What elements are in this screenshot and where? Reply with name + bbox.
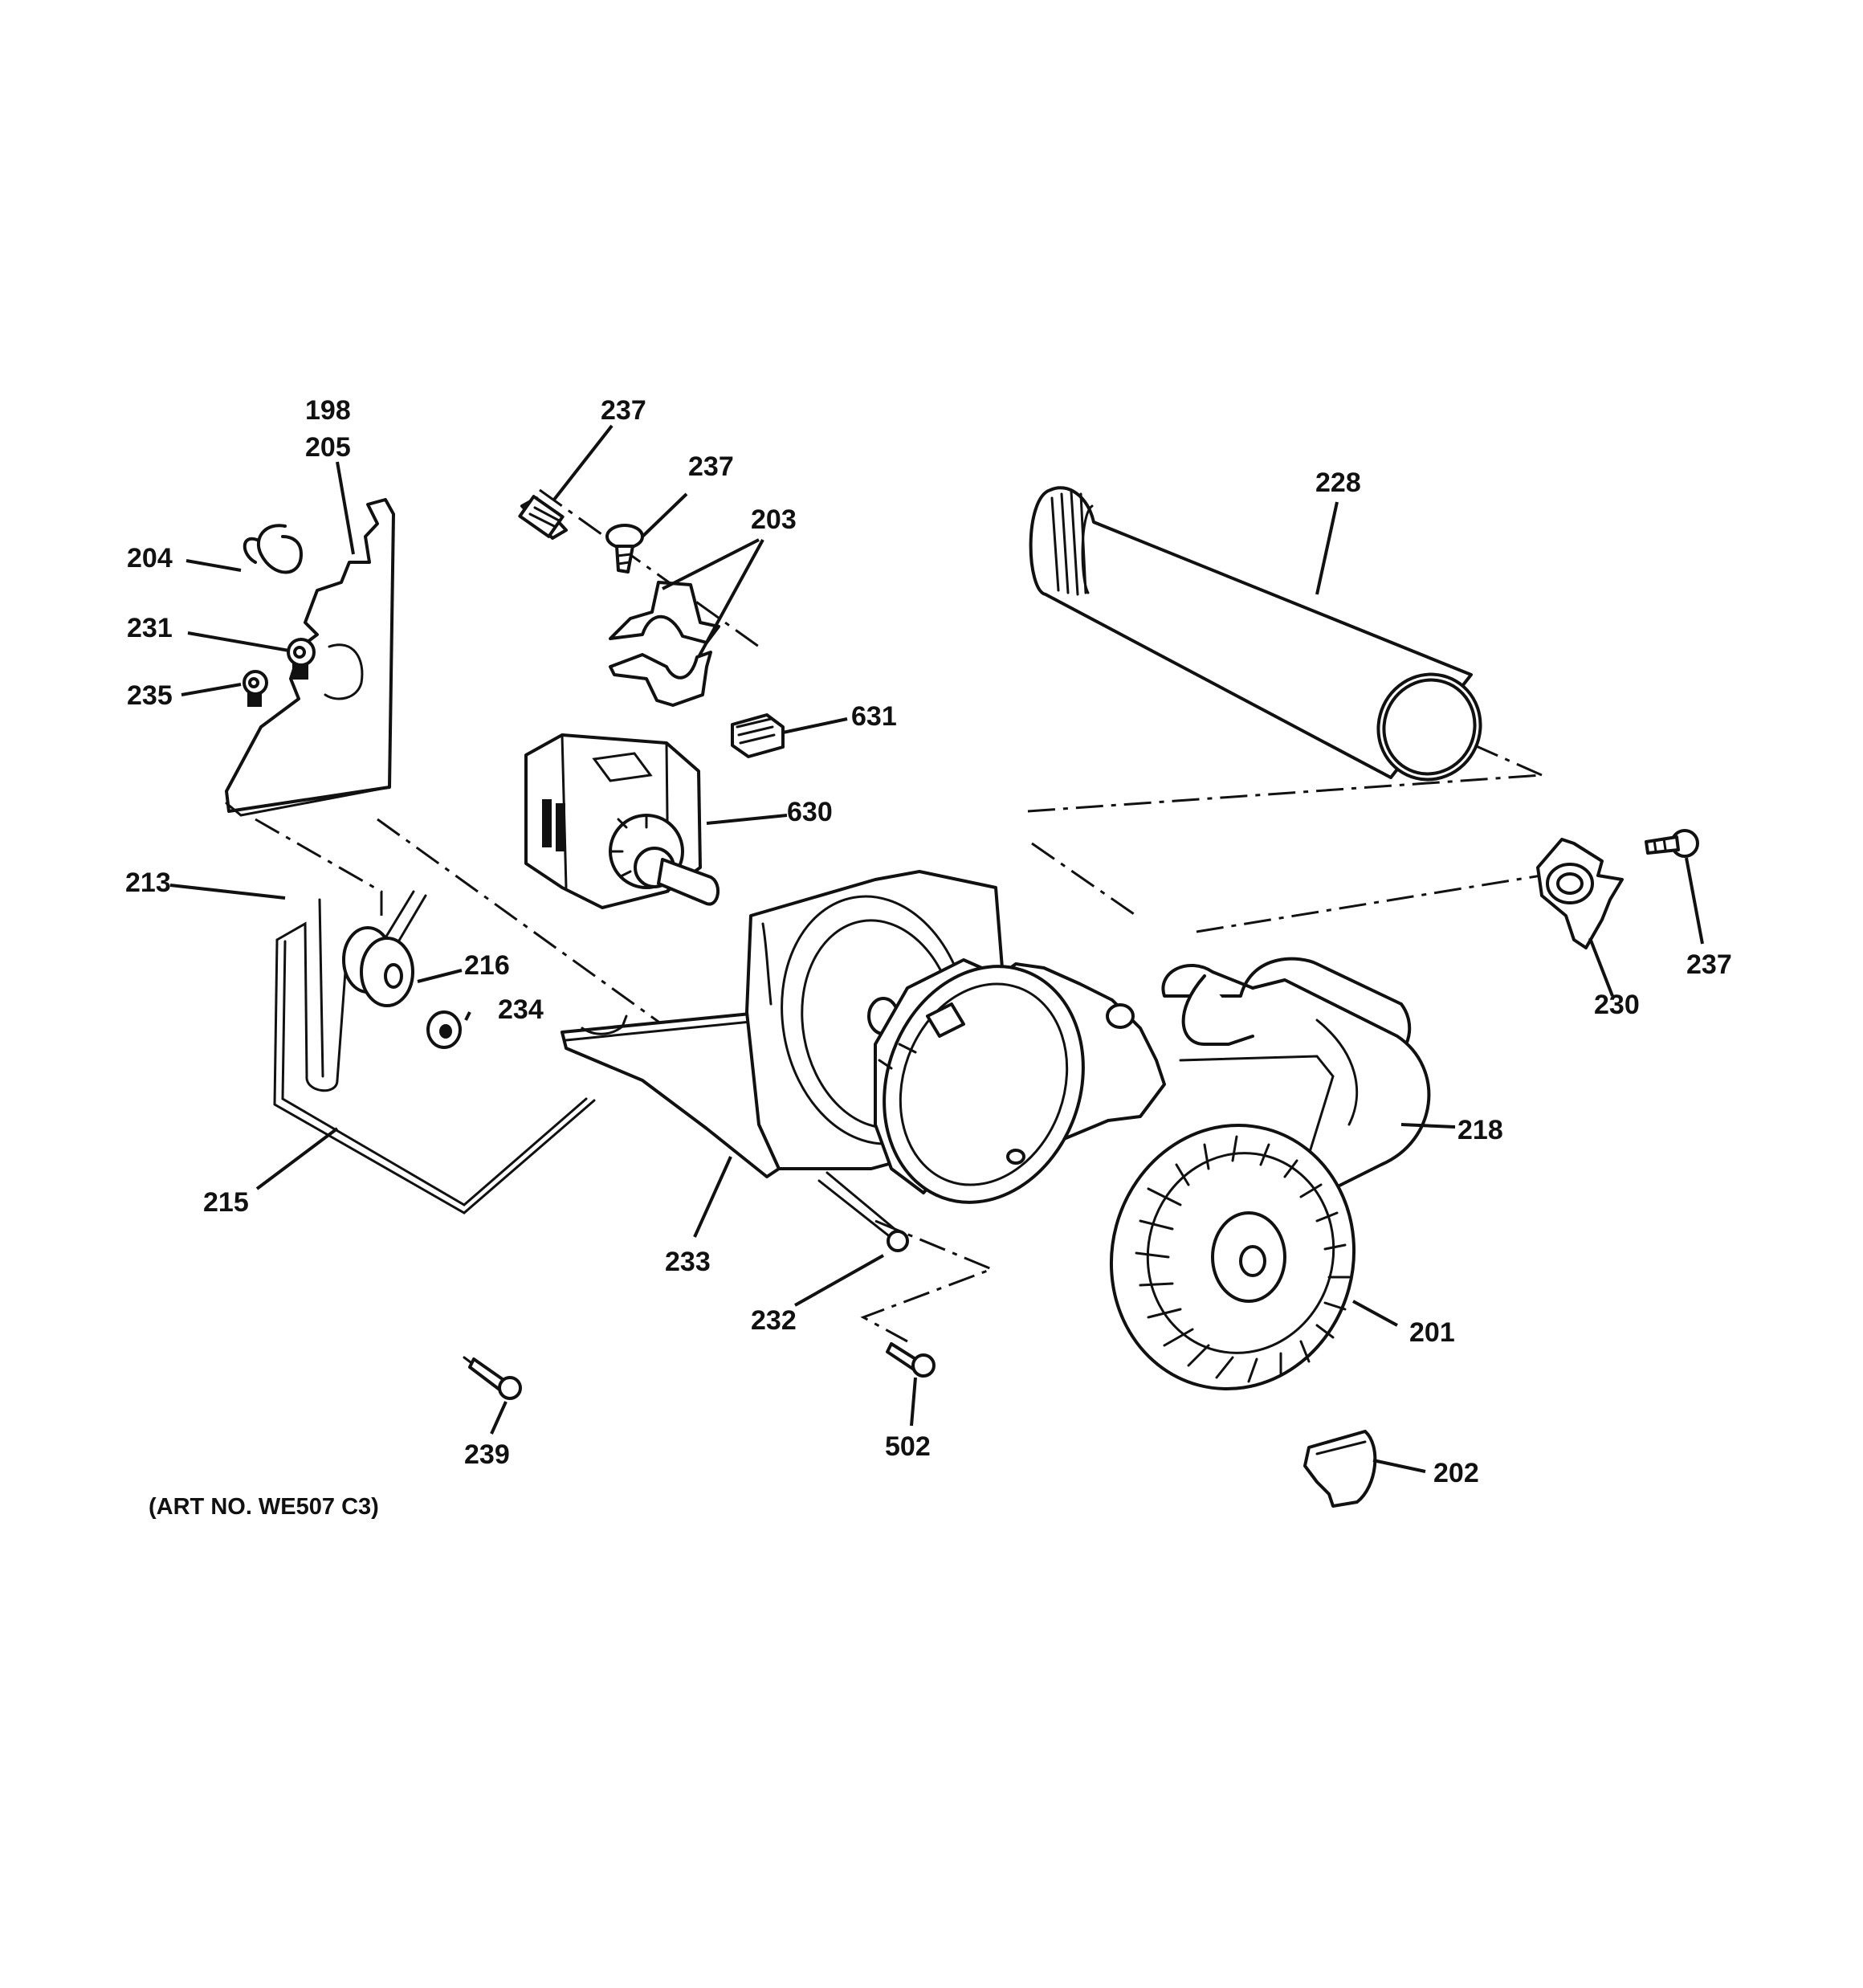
callout-216: 216	[464, 950, 510, 981]
screw-502[interactable]	[886, 1342, 936, 1378]
spring-215[interactable]	[273, 938, 596, 1214]
screw-235[interactable]	[243, 670, 268, 707]
screw-237-thermostat[interactable]	[1645, 829, 1699, 858]
leader-lines	[169, 424, 1704, 1473]
callout-231: 231	[127, 613, 173, 643]
thermostat-230[interactable]	[1536, 838, 1624, 949]
callout-204: 204	[127, 543, 173, 574]
callout-237-mid: 237	[688, 451, 734, 482]
callout-233: 233	[665, 1247, 711, 1277]
terminal-block-631[interactable]	[731, 713, 785, 758]
callout-205: 205	[305, 432, 351, 463]
callout-213: 213	[125, 867, 171, 898]
stud-237[interactable]	[518, 495, 568, 540]
callout-215: 215	[203, 1187, 249, 1218]
callout-234: 234	[498, 994, 544, 1025]
callout-labels: 198 205 204 231 235 213 215 216 234 237 …	[125, 395, 1732, 1520]
seal-strip-233[interactable]	[561, 1012, 781, 1178]
screw-232[interactable]	[817, 1171, 909, 1252]
callout-230: 230	[1594, 990, 1640, 1020]
screw-239[interactable]	[463, 1356, 522, 1400]
callout-202: 202	[1433, 1458, 1479, 1488]
callout-237-right: 237	[1686, 949, 1732, 980]
clip-204[interactable]	[243, 524, 303, 574]
screw-237[interactable]	[605, 524, 644, 574]
washer-234[interactable]	[426, 1010, 462, 1049]
callout-201: 201	[1409, 1317, 1455, 1348]
callout-218: 218	[1457, 1115, 1503, 1145]
idler-pulley-216[interactable]	[342, 926, 414, 1007]
blower-housing-218[interactable]	[1161, 957, 1431, 1190]
callout-237-top: 237	[601, 395, 646, 426]
blower-wheel-201[interactable]	[1082, 1098, 1383, 1416]
cover-202[interactable]	[1303, 1430, 1377, 1508]
callout-630: 630	[787, 797, 833, 827]
callout-502: 502	[885, 1431, 931, 1462]
callout-239: 239	[464, 1439, 510, 1470]
motor-clamp-upper-203[interactable]	[609, 581, 720, 644]
callout-235: 235	[127, 680, 173, 711]
callout-198: 198	[305, 395, 351, 426]
callout-232: 232	[751, 1305, 797, 1336]
art-number: (ART NO. WE507 C3)	[149, 1494, 379, 1520]
blower-housing-ring[interactable]	[852, 938, 1166, 1231]
duct-228[interactable]	[1029, 486, 1498, 796]
alignment-lines	[255, 488, 1567, 1343]
callout-228: 228	[1315, 467, 1361, 498]
callout-631: 631	[851, 701, 897, 732]
screw-231[interactable]	[287, 638, 316, 680]
motor-clamp-lower-203[interactable]	[609, 651, 712, 707]
drive-motor-630[interactable]	[524, 733, 720, 909]
callout-203: 203	[751, 504, 797, 535]
